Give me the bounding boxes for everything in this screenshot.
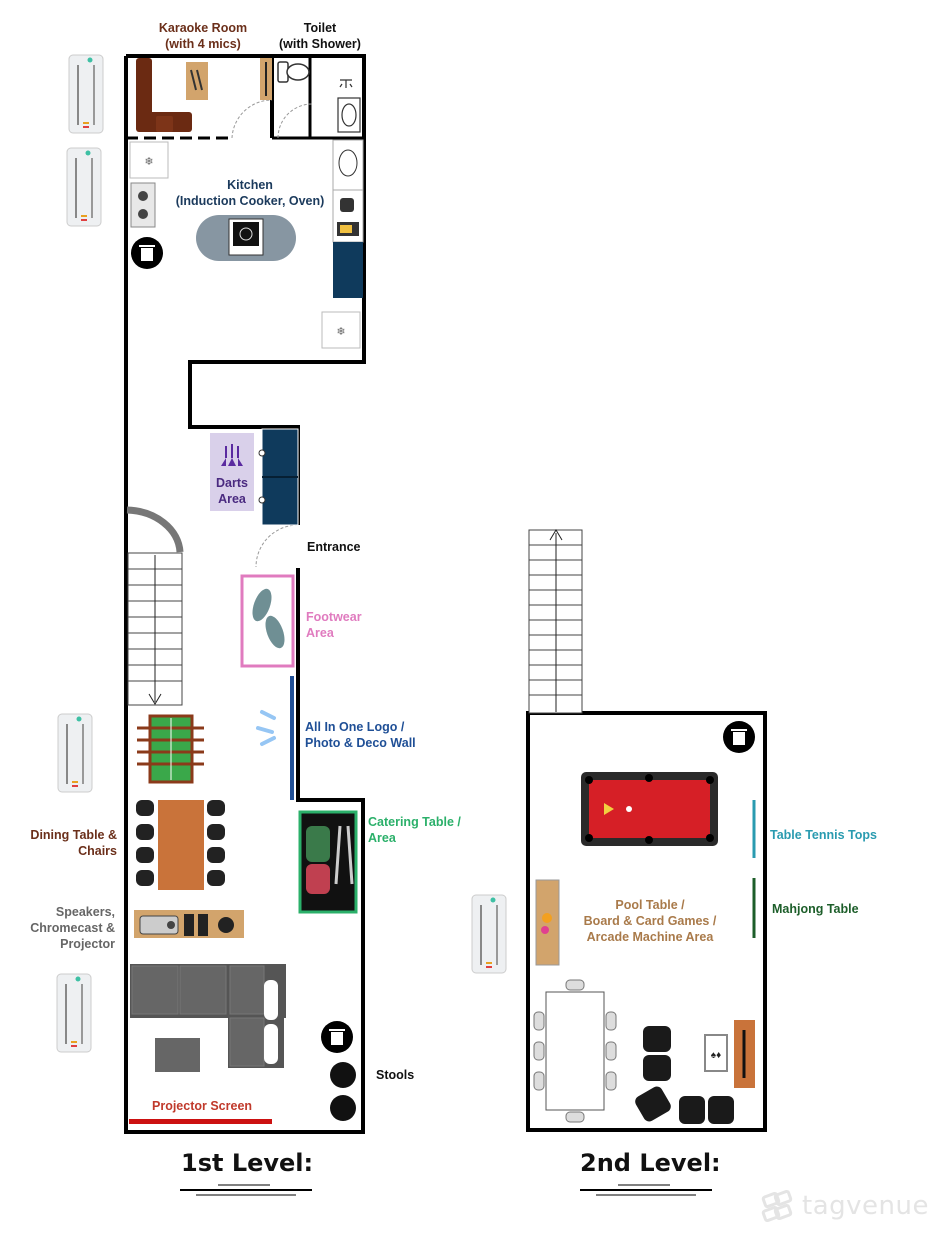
- entrance-cabinet-icon: [258, 428, 299, 526]
- watermark: tagvenue: [760, 1189, 928, 1225]
- karaoke-label: Karaoke Room (with 4 mics): [148, 20, 258, 52]
- dining-table-icon: [136, 800, 225, 890]
- second-level-title: 2nd Level:: [580, 1149, 721, 1177]
- logo-wall-subtitle: Photo & Deco Wall: [305, 736, 416, 750]
- dining-subtitle: Chairs: [78, 844, 117, 858]
- speakers-line-3: Projector: [60, 937, 115, 951]
- catering-title: Catering Table /: [368, 815, 461, 829]
- fridge-icon: ❄: [129, 141, 169, 179]
- watermark-text: tagvenue: [802, 1191, 929, 1221]
- trash-bin-icon: [321, 1021, 353, 1053]
- first-level-title: 1st Level:: [181, 1149, 314, 1177]
- logo-wall-title: All In One Logo /: [305, 720, 405, 734]
- footwear-title: Footwear: [306, 610, 362, 624]
- projector-screen-icon: [129, 1119, 272, 1124]
- aircon-unit-icon: [471, 894, 507, 974]
- arcade-machine-icon: [535, 879, 560, 966]
- entrance-label: Entrance: [307, 540, 361, 554]
- darts-label: Darts Area: [210, 475, 254, 507]
- aircon-unit-icon: [66, 147, 102, 227]
- board-games-table-icon: [533, 979, 617, 1123]
- stove-icon: [130, 182, 156, 228]
- trash-bin-icon: [131, 237, 163, 269]
- speakers-label: Speakers, Chromecast & Projector: [10, 904, 115, 952]
- toilet-title: Toilet: [303, 21, 337, 35]
- toilet-subtitle: (with Shower): [279, 37, 361, 51]
- catering-label: Catering Table / Area: [368, 814, 461, 846]
- catering-table-icon: [298, 810, 358, 914]
- kitchen-subtitle: (Induction Cooker, Oven): [175, 194, 325, 208]
- logo-wall-label: All In One Logo / Photo & Deco Wall: [305, 719, 416, 751]
- pool-area-line-2: Board & Card Games /: [583, 914, 717, 928]
- mahjong-label: Mahjong Table: [772, 902, 859, 916]
- dining-label: Dining Table & Chairs: [10, 827, 117, 859]
- sink-icon: [337, 97, 361, 133]
- footwear-subtitle: Area: [306, 626, 334, 640]
- staircase-icon: [127, 552, 183, 706]
- svg-text:♠♦: ♠♦: [711, 1050, 721, 1061]
- door-arcs: [231, 99, 313, 568]
- karaoke-subtitle: (with 4 mics): [165, 37, 241, 51]
- pool-area-label: Pool Table / Board & Card Games / Arcade…: [574, 897, 726, 945]
- staircase-icon: [528, 529, 583, 714]
- darts-title: Darts: [216, 476, 248, 490]
- catering-subtitle: Area: [368, 831, 396, 845]
- induction-cooker-icon: [196, 215, 296, 261]
- aircon-unit-icon: [68, 54, 104, 134]
- coffee-table-icon: [155, 1038, 200, 1072]
- tagvenue-logo-icon: [761, 1189, 793, 1223]
- level-underlines: [180, 1184, 712, 1196]
- stools-label: Stools: [376, 1068, 415, 1082]
- darts-icon: [210, 433, 254, 511]
- projector-icon: [134, 910, 244, 938]
- pool-area-line-3: Arcade Machine Area: [586, 930, 714, 944]
- svg-text:❄: ❄: [144, 156, 153, 168]
- aircon-unit-icon: [56, 973, 92, 1053]
- kitchen-label: Kitchen (Induction Cooker, Oven): [170, 177, 330, 209]
- trash-bin-icon: [723, 721, 755, 753]
- pool-table-icon: [581, 772, 718, 846]
- arcade-machine-icon: [734, 1020, 755, 1088]
- pool-area-line-1: Pool Table /: [615, 898, 685, 912]
- second-level-walls: [526, 711, 767, 1132]
- speakers-line-1: Speakers,: [55, 905, 115, 919]
- footwear-label: Footwear Area: [306, 609, 362, 641]
- dining-title: Dining Table &: [30, 828, 117, 842]
- gaming-chairs-icon: [635, 1026, 734, 1124]
- projector-screen-label: Projector Screen: [152, 1099, 253, 1113]
- darts-subtitle: Area: [218, 492, 246, 506]
- kitchen-title: Kitchen: [227, 178, 273, 192]
- logo-wall-icon: [256, 676, 294, 800]
- microphone-stand-icon: [186, 62, 208, 100]
- kitchen-counter: [332, 139, 364, 298]
- aircon-unit-icon: [57, 713, 93, 793]
- shower-icon: [339, 79, 353, 88]
- sofa-icon: [130, 964, 286, 1068]
- fridge-icon: ❄: [321, 311, 361, 349]
- curved-stair-rail: [126, 506, 184, 553]
- card-games-icon: ♠♦: [704, 1034, 728, 1072]
- karaoke-sofa-icon: [136, 58, 192, 132]
- stool-icon: [330, 1062, 356, 1121]
- foosball-table-icon: [137, 714, 204, 784]
- karaoke-cabinet-icon: [260, 58, 272, 100]
- toilet-icon: [277, 61, 310, 83]
- speakers-line-2: Chromecast &: [30, 921, 115, 935]
- karaoke-title: Karaoke Room: [158, 21, 248, 35]
- table-tennis-label: Table Tennis Tops: [770, 828, 877, 842]
- shoes-icon: [240, 574, 295, 668]
- svg-text:❄: ❄: [336, 326, 345, 338]
- toilet-label: Toilet (with Shower): [272, 20, 368, 52]
